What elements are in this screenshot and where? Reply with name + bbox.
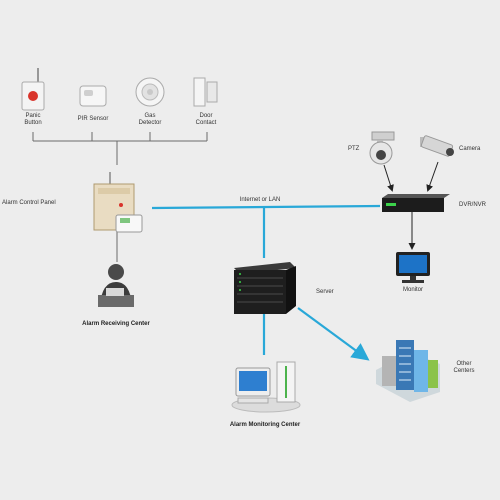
panic-button-label-line2: Button xyxy=(24,120,42,126)
ptz-camera-label: PTZ xyxy=(348,146,360,152)
bullet-camera-icon xyxy=(420,135,454,157)
monitor-icon xyxy=(396,252,430,283)
panic-button-label: Panic Button xyxy=(18,113,48,127)
panic-button-label-line1: Panic xyxy=(25,113,41,119)
other-centers-label: Other Centers xyxy=(446,361,482,375)
door-contact-label: Door Contact xyxy=(188,113,224,127)
buildings-icon xyxy=(376,340,440,402)
monitoring-center-label: Alarm Monitoring Center xyxy=(229,422,301,428)
smoke-detector-icon xyxy=(135,77,165,107)
other-centers-label-line2: Centers xyxy=(453,368,475,374)
guard-center-label: Alarm Receiving Center xyxy=(82,321,150,327)
dvr-icon xyxy=(382,194,450,212)
door-contact-icon xyxy=(193,77,218,107)
smoke-detector-label-line1: Gas xyxy=(144,113,156,119)
alarm-control-panel-icon xyxy=(93,172,143,233)
door-contact-label-line1: Door xyxy=(199,113,213,119)
smoke-detector-label: Gas Detector xyxy=(130,113,170,127)
camera-label: Camera xyxy=(459,146,481,152)
alarm-control-panel-label: Alarm Control Panel xyxy=(2,200,56,206)
guard-person-icon xyxy=(98,264,134,307)
dvr-label: DVR/NVR xyxy=(459,202,487,208)
other-centers-label-line1: Other xyxy=(456,361,472,367)
network-links xyxy=(151,204,381,361)
server-label: Server xyxy=(316,289,334,295)
network-label: Internet or LAN xyxy=(239,197,281,203)
monitor-label: Monitor xyxy=(402,287,423,293)
monitoring-workstation-icon xyxy=(231,361,301,413)
pir-sensor-icon xyxy=(79,85,107,107)
sensor-bus xyxy=(32,132,208,165)
smoke-detector-label-line2: Detector xyxy=(138,120,162,126)
camera-links xyxy=(383,161,439,250)
panic-button-icon xyxy=(21,68,45,111)
door-contact-label-line2: Contact xyxy=(195,120,217,126)
server-icon xyxy=(234,262,296,314)
ptz-camera-icon xyxy=(369,131,395,165)
pir-sensor-label: PIR Sensor xyxy=(77,116,109,122)
